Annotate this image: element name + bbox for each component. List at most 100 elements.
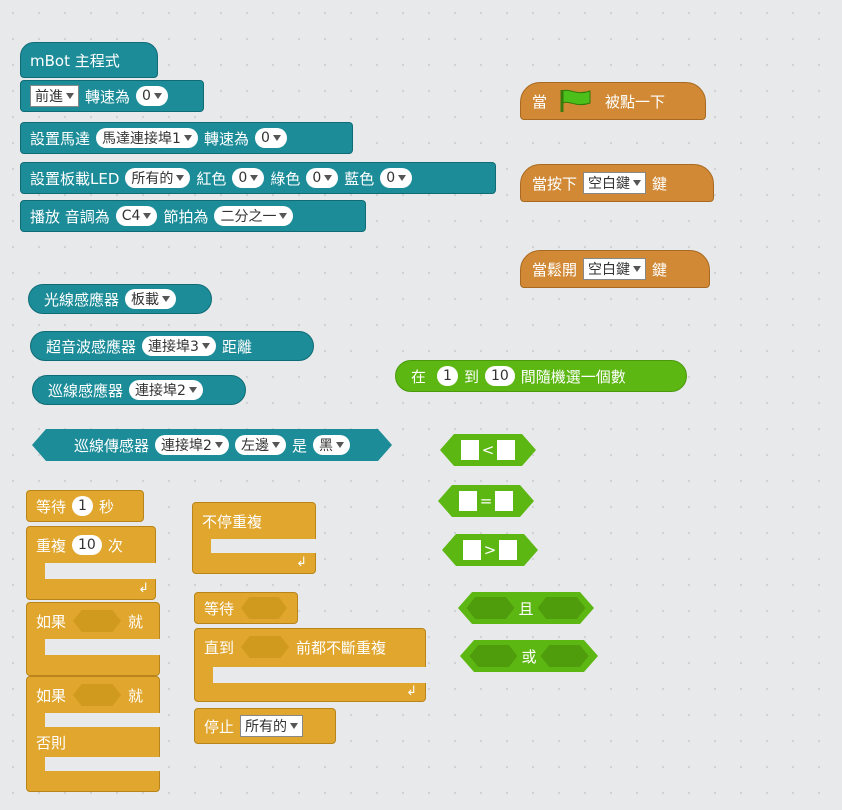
chevron-down-icon	[279, 213, 288, 219]
if-label: 如果	[36, 612, 67, 631]
gt-right-slot[interactable]	[499, 540, 517, 560]
forever-label: 不停重複	[202, 512, 263, 531]
if-condition-slot[interactable]	[73, 610, 122, 632]
chevron-down-icon	[250, 175, 259, 181]
blue-label: 藍色	[344, 169, 375, 188]
chevron-down-icon	[633, 180, 642, 186]
stop-option-dropdown[interactable]: 所有的	[240, 715, 304, 737]
line-check-side-dropdown[interactable]: 左邊	[235, 435, 286, 455]
lt-left-slot[interactable]	[461, 440, 479, 460]
line-check-boolean-block[interactable]: 巡線傳感器 連接埠2 左邊 是 黑	[32, 429, 392, 461]
repeat-until-condition-slot[interactable]	[241, 636, 290, 658]
and-left-slot[interactable]	[466, 597, 514, 619]
play-tone-label: 播放 音調為	[30, 207, 110, 226]
eq-operator: =	[479, 492, 493, 510]
repeat-count-field[interactable]: 10	[72, 535, 102, 555]
and-block[interactable]: 且	[458, 592, 594, 624]
greater-than-block[interactable]: >	[442, 534, 538, 566]
mbot-main-label: mBot 主程式	[30, 51, 120, 70]
less-than-block[interactable]: <	[440, 434, 536, 466]
key-release-dropdown[interactable]: 空白鍵	[583, 258, 647, 280]
if-else-if-label: 如果	[36, 686, 67, 705]
if-block[interactable]: 如果 就	[26, 602, 161, 676]
chevron-down-icon	[633, 266, 642, 272]
loop-arrow-icon: ↲	[296, 555, 307, 570]
led-target-dropdown[interactable]: 所有的	[125, 168, 191, 188]
chevron-down-icon	[188, 387, 197, 393]
light-sensor-block[interactable]: 光線感應器 板載	[28, 284, 212, 314]
note-dropdown[interactable]: C4	[115, 206, 158, 226]
stop-label: 停止	[204, 717, 235, 736]
wait-until-condition-slot[interactable]	[241, 597, 287, 619]
eq-right-slot[interactable]	[495, 491, 513, 511]
mbot-main-hat-block[interactable]: mBot 主程式	[20, 42, 158, 78]
key-release-suffix: 鍵	[652, 260, 668, 279]
light-port-dropdown[interactable]: 板載	[125, 289, 177, 309]
forward-block[interactable]: 前進 轉速為 0	[20, 80, 204, 112]
chevron-down-icon	[66, 93, 74, 99]
key-release-label: 當鬆開	[532, 260, 578, 279]
chevron-down-icon	[201, 343, 210, 349]
random-block[interactable]: 在 1 到 10 間隨機選一個數	[395, 360, 687, 392]
key-press-dropdown[interactable]: 空白鍵	[583, 172, 647, 194]
lt-right-slot[interactable]	[497, 440, 515, 460]
chevron-down-icon	[215, 442, 223, 448]
eq-left-slot[interactable]	[459, 491, 477, 511]
loop-arrow-icon: ↲	[406, 684, 417, 699]
red-field[interactable]: 0	[232, 168, 265, 188]
ultrasonic-port-dropdown[interactable]: 連接埠3	[142, 336, 216, 356]
forever-block[interactable]: 不停重複 ↲	[192, 502, 317, 574]
repeat-until-block[interactable]: 直到 前都不斷重複 ↲	[194, 628, 427, 702]
when-key-pressed-hat[interactable]: 當按下 空白鍵 鍵	[520, 164, 714, 202]
line-follower-block[interactable]: 巡線感應器 連接埠2	[32, 375, 246, 405]
wait-until-block[interactable]: 等待	[194, 592, 298, 624]
line-check-color-dropdown[interactable]: 黑	[313, 435, 350, 455]
wait-seconds-block[interactable]: 等待 1 秒	[26, 490, 144, 522]
random-label-to: 到	[463, 367, 479, 386]
play-tone-block[interactable]: 播放 音調為 C4 節拍為 二分之一	[20, 200, 366, 232]
green-label: 綠色	[270, 169, 301, 188]
set-led-block[interactable]: 設置板載LED 所有的 紅色 0 綠色 0 藍色 0	[20, 162, 496, 194]
or-right-slot[interactable]	[541, 645, 589, 667]
motor-speed-field[interactable]: 0	[254, 128, 287, 148]
if-else-then-label: 就	[128, 686, 144, 705]
set-motor-label: 設置馬達	[30, 129, 91, 148]
chevron-down-icon	[162, 296, 171, 302]
line-follower-port-dropdown[interactable]: 連接埠2	[129, 380, 203, 400]
chevron-down-icon	[143, 213, 152, 219]
and-right-slot[interactable]	[538, 597, 586, 619]
chevron-down-icon	[176, 175, 185, 181]
random-from-field[interactable]: 1	[437, 366, 458, 386]
when-key-released-hat[interactable]: 當鬆開 空白鍵 鍵	[520, 250, 710, 288]
set-motor-block[interactable]: 設置馬達 馬達連接埠1 轉速為 0	[20, 122, 353, 154]
direction-dropdown[interactable]: 前進	[30, 85, 79, 107]
if-else-block[interactable]: 如果 就 否則	[26, 676, 161, 792]
when-label: 當	[532, 92, 548, 111]
motor-port-dropdown[interactable]: 馬達連接埠1	[96, 128, 198, 148]
forward-speed-field[interactable]: 0	[136, 86, 168, 106]
key-press-suffix: 鍵	[652, 174, 668, 193]
random-to-field[interactable]: 10	[484, 366, 515, 386]
repeat-block[interactable]: 重複 10 次 ↲	[26, 526, 157, 600]
forward-speed-label: 轉速為	[85, 87, 131, 106]
when-flag-clicked-hat[interactable]: 當 被點一下	[520, 82, 706, 120]
or-block[interactable]: 或	[460, 640, 598, 672]
wait-seconds-field[interactable]: 1	[72, 496, 93, 516]
green-field[interactable]: 0	[306, 168, 339, 188]
repeat-until-suffix: 前都不斷重複	[296, 638, 387, 657]
line-check-is-label: 是	[291, 436, 307, 455]
red-label: 紅色	[196, 169, 227, 188]
beat-dropdown[interactable]: 二分之一	[214, 206, 294, 226]
stop-block[interactable]: 停止 所有的	[194, 708, 336, 744]
blue-field[interactable]: 0	[380, 168, 413, 188]
chevron-down-icon	[153, 93, 162, 99]
if-else-condition-slot[interactable]	[73, 684, 122, 706]
gt-left-slot[interactable]	[463, 540, 481, 560]
line-check-port-dropdown[interactable]: 連接埠2	[155, 435, 229, 455]
chevron-down-icon	[272, 135, 281, 141]
chevron-down-icon	[290, 723, 299, 729]
ultrasonic-sensor-block[interactable]: 超音波感應器 連接埠3 距離	[30, 331, 314, 361]
green-flag-icon	[560, 89, 591, 112]
equals-block[interactable]: =	[438, 485, 534, 517]
or-left-slot[interactable]	[469, 645, 517, 667]
